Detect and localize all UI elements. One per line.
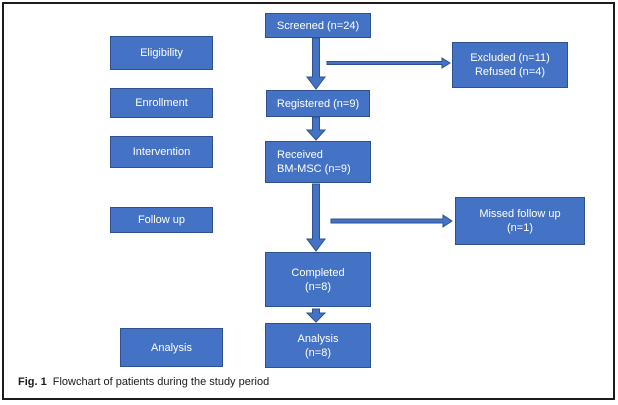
arrow-registered-to-received-icon (305, 116, 327, 141)
flow-node-screened-label: Screened (n=24) (276, 19, 360, 32)
flow-node-received-line2: BM-MSC (n=9) (277, 163, 351, 175)
arrow-completed-to-analysis-icon (305, 308, 327, 323)
flow-node-missed-line1: Missed follow up (479, 208, 561, 220)
figure-caption-label: Fig. 1 (18, 376, 47, 388)
flow-node-analysis-line1: Analysis (297, 332, 339, 345)
flow-node-excluded-line1: Excluded (n=11) (470, 52, 550, 64)
stage-label-intervention: Intervention (132, 146, 191, 158)
stage-label-eligibility: Eligibility (140, 47, 183, 59)
flow-node-received-bm-msc: Received BM-MSC (n=9) (265, 141, 371, 183)
flow-node-completed-line1: Completed (291, 266, 345, 279)
stage-label-analysis: Analysis (151, 341, 192, 354)
arrow-received-to-completed-icon (306, 183, 326, 252)
stage-box-enrollment: Enrollment (110, 88, 213, 118)
stage-label-follow-up: Follow up (137, 214, 186, 226)
stage-label-enrollment: Enrollment (135, 97, 188, 109)
flow-node-received-line1: Received (277, 149, 323, 161)
flow-node-missed-follow-up: Missed follow up (n=1) (455, 197, 585, 245)
flow-node-excluded-line2: Refused (n=4) (474, 66, 545, 78)
arrow-received-to-missed-icon (330, 214, 453, 228)
flow-node-excluded-refused: Excluded (n=11) Refused (n=4) (452, 42, 568, 88)
arrow-screened-to-registered-icon (306, 37, 326, 90)
flow-node-registered-label: Registered (n=9) (276, 97, 360, 110)
flow-node-completed: Completed (n=8) (265, 252, 371, 307)
stage-box-eligibility: Eligibility (110, 36, 213, 70)
arrow-screened-to-excluded-icon (326, 57, 451, 69)
stage-box-analysis: Analysis (120, 328, 223, 367)
flow-node-analysis: Analysis (n=8) (265, 323, 371, 368)
stage-box-follow-up: Follow up (110, 207, 213, 233)
flow-node-missed-line2: (n=1) (507, 222, 533, 234)
figure-caption: Fig. 1 Flowchart of patients during the s… (18, 376, 269, 388)
flow-node-completed-line2: (n=8) (305, 280, 331, 293)
flow-node-screened: Screened (n=24) (265, 13, 371, 38)
flow-node-registered: Registered (n=9) (266, 90, 370, 117)
figure-caption-text: Flowchart of patients during the study p… (52, 376, 270, 388)
flow-node-analysis-line2: (n=8) (305, 346, 331, 359)
stage-box-intervention: Intervention (110, 136, 213, 168)
